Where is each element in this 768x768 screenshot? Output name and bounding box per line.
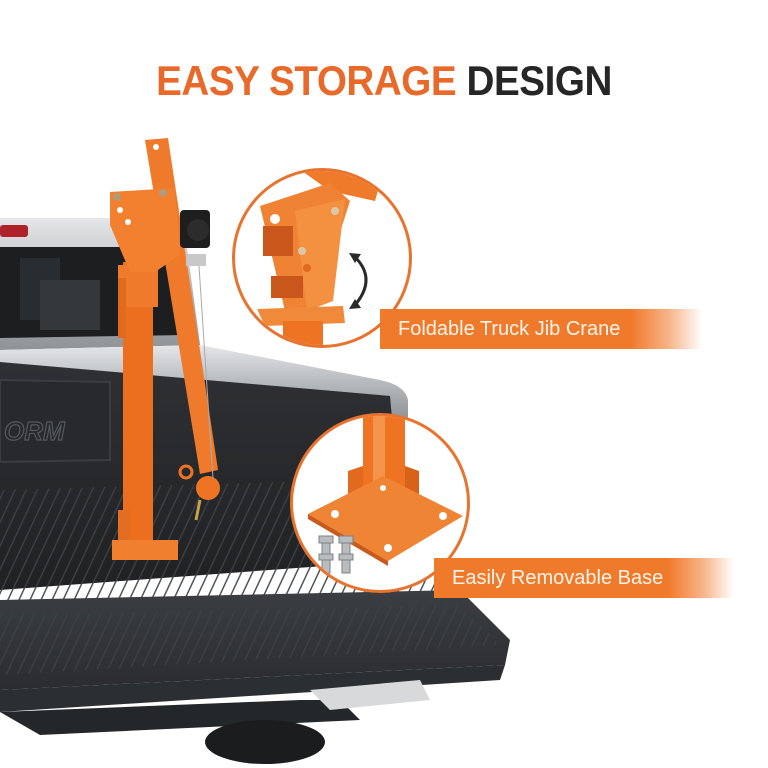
feature-label: Foldable Truck Jib Crane	[398, 317, 621, 340]
feature-label: Easily Removable Base	[452, 566, 664, 589]
bolts-icon	[318, 535, 354, 574]
base-plate-illustration	[308, 416, 463, 566]
page-title: EASY STORAGE DESIGN	[31, 58, 738, 104]
bed-mat-logo: ORM	[4, 416, 66, 446]
folding-joint-illustration	[257, 171, 384, 345]
feature-banner-foldable: Foldable Truck Jib Crane	[380, 309, 702, 349]
feature-banner-removable-base: Easily Removable Base	[434, 558, 734, 598]
rotate-arrow-icon	[349, 253, 368, 309]
title-dark: DESIGN	[466, 57, 612, 104]
title-accent: EASY STORAGE	[156, 57, 457, 104]
jib-crane	[110, 138, 220, 560]
winch	[180, 210, 214, 479]
base-detail-callout	[290, 413, 470, 593]
